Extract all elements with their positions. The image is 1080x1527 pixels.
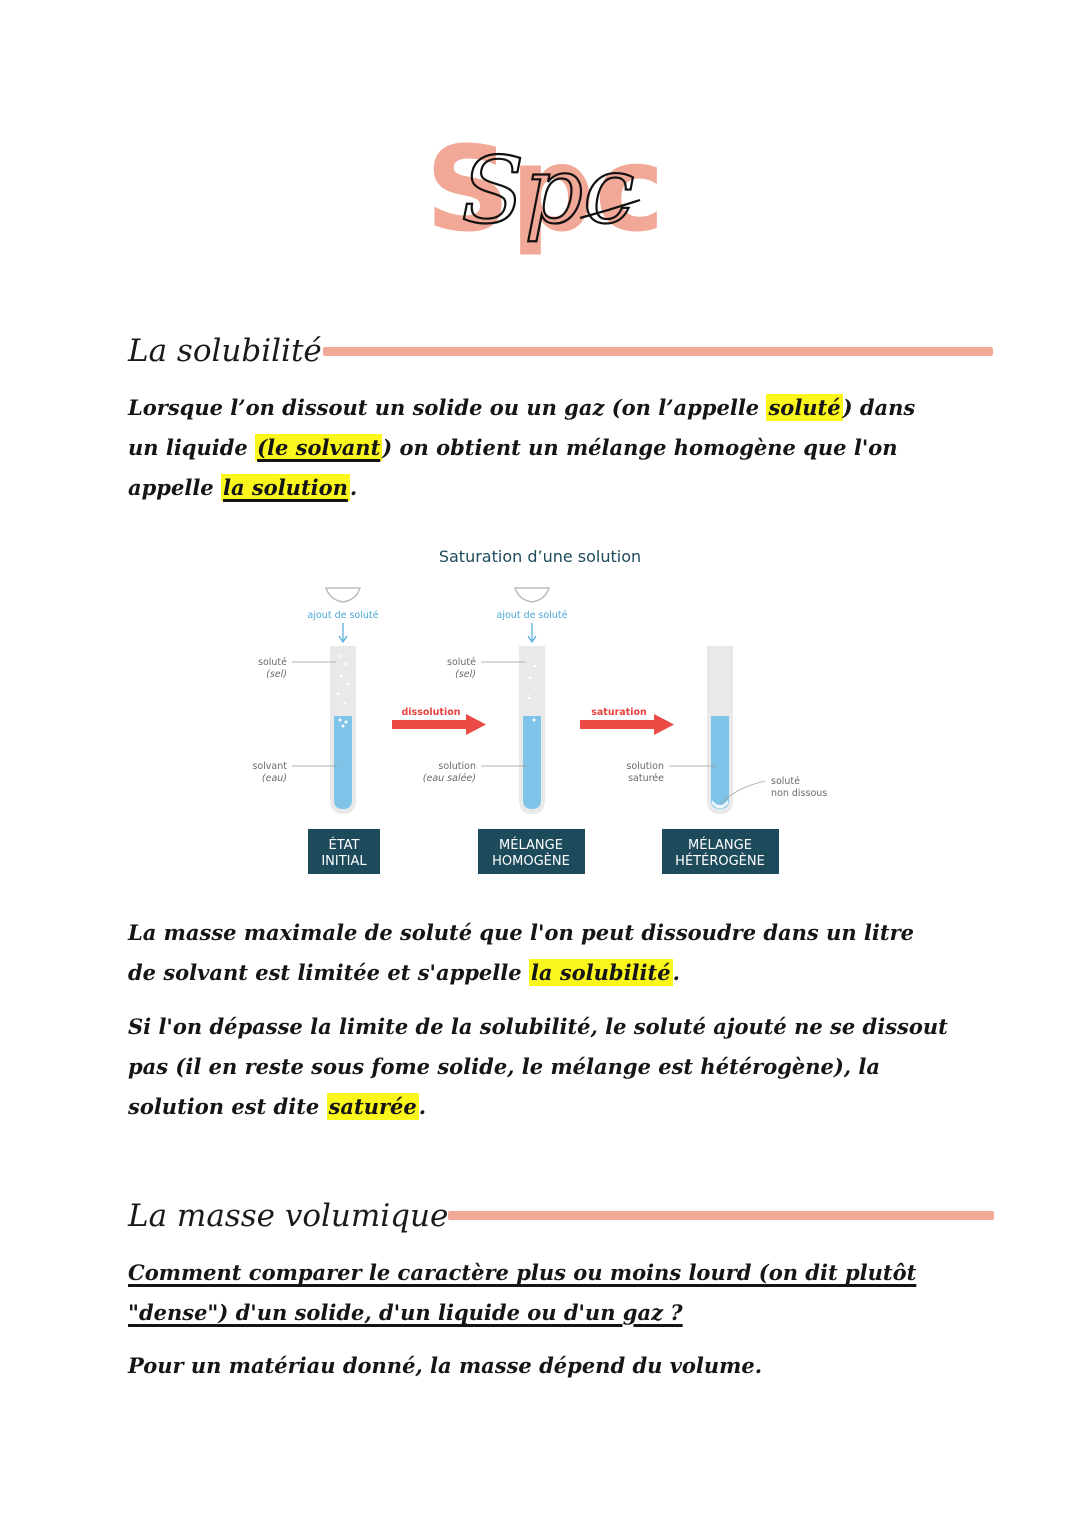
undissolved-label: soluté bbox=[771, 776, 800, 787]
solution-label: solution bbox=[438, 761, 476, 772]
paragraph-definition: Lorsque l’on dissout un solide ou un gaz… bbox=[128, 388, 928, 508]
tube-initial: ajout de soluté soluté (sel) solvant (ea… bbox=[252, 587, 380, 874]
highlight-solute: soluté bbox=[766, 394, 843, 421]
undissolved-sub: non dissous bbox=[771, 788, 827, 799]
stage-box-homogeneous bbox=[478, 829, 585, 874]
section-title-solubility: La solubilité bbox=[128, 333, 322, 369]
add-solute-label: ajout de soluté bbox=[308, 610, 379, 621]
text-segment: . bbox=[349, 475, 358, 500]
text-segment: ) dans un liquide bbox=[128, 395, 916, 460]
tube-homogeneous: ajout de soluté soluté (sel) solution (e… bbox=[423, 587, 585, 874]
logo-flourish bbox=[579, 198, 641, 220]
add-arrow-head bbox=[338, 635, 348, 644]
salt-grains bbox=[336, 654, 350, 728]
arrow-head bbox=[654, 714, 674, 735]
spatula-icon bbox=[513, 587, 551, 603]
stage-label: INITIAL bbox=[321, 854, 367, 869]
stage-box-initial bbox=[308, 829, 380, 874]
solution-liquid bbox=[523, 716, 541, 809]
solute-sub: (sel) bbox=[455, 669, 476, 680]
solvent-liquid bbox=[334, 716, 352, 809]
add-solute-label: ajout de soluté bbox=[497, 610, 568, 621]
saturated-liquid bbox=[711, 716, 729, 809]
paragraph-saturation: Si l'on dépasse la limite de la solubili… bbox=[128, 1007, 948, 1127]
section-divider-2 bbox=[448, 1211, 994, 1220]
stage-label: HOMOGÈNE bbox=[492, 853, 570, 869]
stage-label: MÉLANGE bbox=[688, 837, 752, 853]
spc-logo: Spc Spc bbox=[430, 120, 660, 258]
logo-brush-text: Spc bbox=[430, 120, 660, 258]
highlight-saturated: saturée bbox=[326, 1093, 419, 1120]
stage-box-heterogeneous bbox=[662, 829, 779, 874]
arrow-label: saturation bbox=[591, 707, 647, 718]
arrow-shaft bbox=[392, 720, 468, 729]
paragraph-mass-volume: Pour un matériau donné, la masse dépend … bbox=[128, 1353, 763, 1378]
highlight-solution: la solution bbox=[220, 474, 350, 501]
saturated-sub: saturée bbox=[628, 773, 664, 784]
solvent-sub: (eau) bbox=[262, 773, 287, 784]
text-segment: . bbox=[672, 960, 680, 985]
section-title-density: La masse volumique bbox=[128, 1198, 449, 1234]
leader-line bbox=[720, 780, 766, 805]
arrow-head bbox=[466, 714, 486, 735]
solvent-label: solvant bbox=[252, 761, 287, 772]
tube-heterogeneous: solution saturée soluté non dissous MÉLA… bbox=[626, 646, 827, 874]
highlight-solvent: (le solvant bbox=[255, 434, 383, 461]
saturated-label: solution bbox=[626, 761, 664, 772]
figure-title: Saturation d’une solution bbox=[439, 547, 641, 566]
arrow-label: dissolution bbox=[402, 707, 461, 718]
dissolution-arrow: dissolution bbox=[392, 707, 486, 735]
saturation-figure: Saturation d’une solution ajout de solut… bbox=[252, 547, 827, 874]
text-segment: Si l'on dépasse la limite de la solubili… bbox=[128, 1014, 948, 1119]
text-segment: . bbox=[418, 1094, 427, 1119]
stage-label: ÉTAT bbox=[329, 837, 360, 853]
stage-label: MÉLANGE bbox=[499, 837, 563, 853]
add-arrow-head bbox=[527, 635, 537, 644]
text-segment: Lorsque l’on dissout un solide ou un gaz… bbox=[128, 395, 767, 420]
solution-sub: (eau salée) bbox=[423, 773, 476, 784]
stage-label: HÉTÉROGÈNE bbox=[675, 853, 765, 869]
salt-grains bbox=[526, 654, 538, 722]
paragraph-solubility: La masse maximale de soluté que l'on peu… bbox=[128, 913, 928, 993]
arrow-shaft bbox=[580, 720, 656, 729]
solute-sub: (sel) bbox=[266, 669, 287, 680]
solute-label: soluté bbox=[447, 657, 476, 668]
text-segment: La masse maximale de soluté que l'on peu… bbox=[128, 920, 914, 985]
section-divider-1 bbox=[323, 347, 993, 356]
undissolved-deposit bbox=[712, 800, 728, 809]
spatula-icon bbox=[324, 587, 362, 603]
saturation-arrow: saturation bbox=[580, 707, 674, 735]
text-segment: ) on obtient un mélange homogène que l'o… bbox=[128, 435, 898, 500]
solute-label: soluté bbox=[258, 657, 287, 668]
logo-script-text: Spc bbox=[461, 137, 634, 244]
question-density: Comment comparer le caractère plus ou mo… bbox=[128, 1260, 917, 1325]
highlight-solubility: la solubilité bbox=[528, 959, 673, 986]
